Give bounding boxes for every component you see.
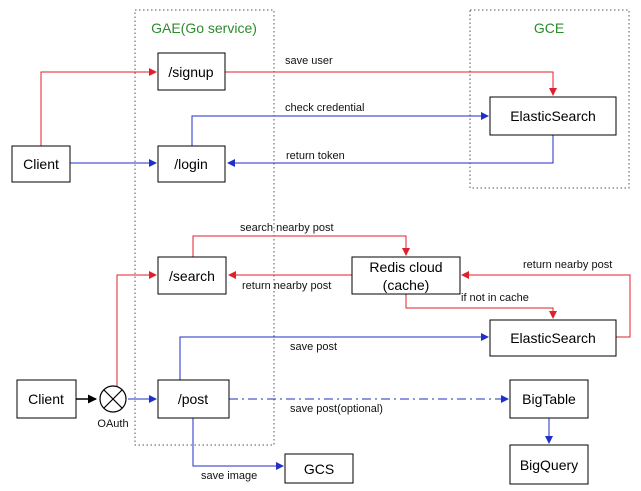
oauth-label: OAuth: [97, 418, 128, 430]
bigtable-label: BigTable: [522, 391, 576, 407]
edge-es-return-nearby-post: [461, 271, 631, 338]
gcs-node: GCS: [284, 453, 354, 484]
gcs-label: GCS: [304, 461, 334, 477]
post-label: /post: [178, 391, 208, 407]
oauth-node: OAuth: [97, 385, 129, 430]
edge-save-user: [225, 71, 557, 96]
client-bottom-node: Client: [16, 379, 77, 419]
gae-region: [134, 9, 275, 446]
gce-region-title: GCE: [534, 20, 564, 36]
gce-region: [469, 9, 630, 189]
client-top-label: Client: [23, 156, 59, 172]
elasticsearch-top-label: ElasticSearch: [510, 108, 596, 124]
elasticsearch-bottom-node: ElasticSearch: [489, 319, 617, 357]
redis-cloud-label-line1: Redis cloud: [369, 259, 442, 275]
search-node: /search: [157, 256, 227, 295]
edge-label-save-user: save user: [285, 55, 333, 67]
client-top-node: Client: [11, 145, 71, 183]
edge-save-image: [192, 418, 284, 470]
edge-label-return-token: return token: [286, 150, 345, 162]
redis-cloud-label-line2: (cache): [383, 277, 430, 293]
login-label: /login: [174, 156, 207, 172]
edge-search-nearby-post: [192, 235, 410, 257]
elasticsearch-top-node: ElasticSearch: [489, 96, 617, 136]
edge-oauth-to-search: [116, 271, 157, 388]
bigquery-label: BigQuery: [520, 457, 578, 473]
edge-if-not-in-cache: [405, 294, 557, 319]
edge-label-search-nearby-post: search nearby post: [240, 222, 334, 234]
elasticsearch-bottom-label: ElasticSearch: [510, 330, 596, 346]
bigtable-node: BigTable: [509, 379, 589, 419]
post-node: /post: [157, 379, 230, 419]
edge-return-token: [227, 135, 554, 167]
bigquery-node: BigQuery: [509, 444, 589, 485]
signup-node: /signup: [157, 52, 226, 91]
client-bottom-label: Client: [28, 391, 64, 407]
edge-client-to-signup: [40, 68, 157, 146]
edge-label-return-nearby-post-right: return nearby post: [523, 259, 612, 271]
search-label: /search: [169, 268, 215, 284]
edge-label-if-not-in-cache: if not in cache: [461, 292, 529, 304]
edge-save-post: [179, 333, 489, 380]
edge-label-save-post: save post: [290, 341, 337, 353]
edge-label-return-nearby-post-left: return nearby post: [242, 280, 331, 292]
redis-cloud-node: Redis cloud (cache): [351, 256, 461, 295]
edge-label-save-post-optional: save post(optional): [290, 403, 383, 415]
edge-check-credential: [191, 112, 489, 146]
edge-label-save-image: save image: [201, 470, 257, 482]
gae-region-title: GAE(Go service): [151, 20, 257, 36]
edge-label-check-credential: check credential: [285, 102, 365, 114]
login-node: /login: [157, 145, 226, 183]
signup-label: /signup: [168, 64, 213, 80]
